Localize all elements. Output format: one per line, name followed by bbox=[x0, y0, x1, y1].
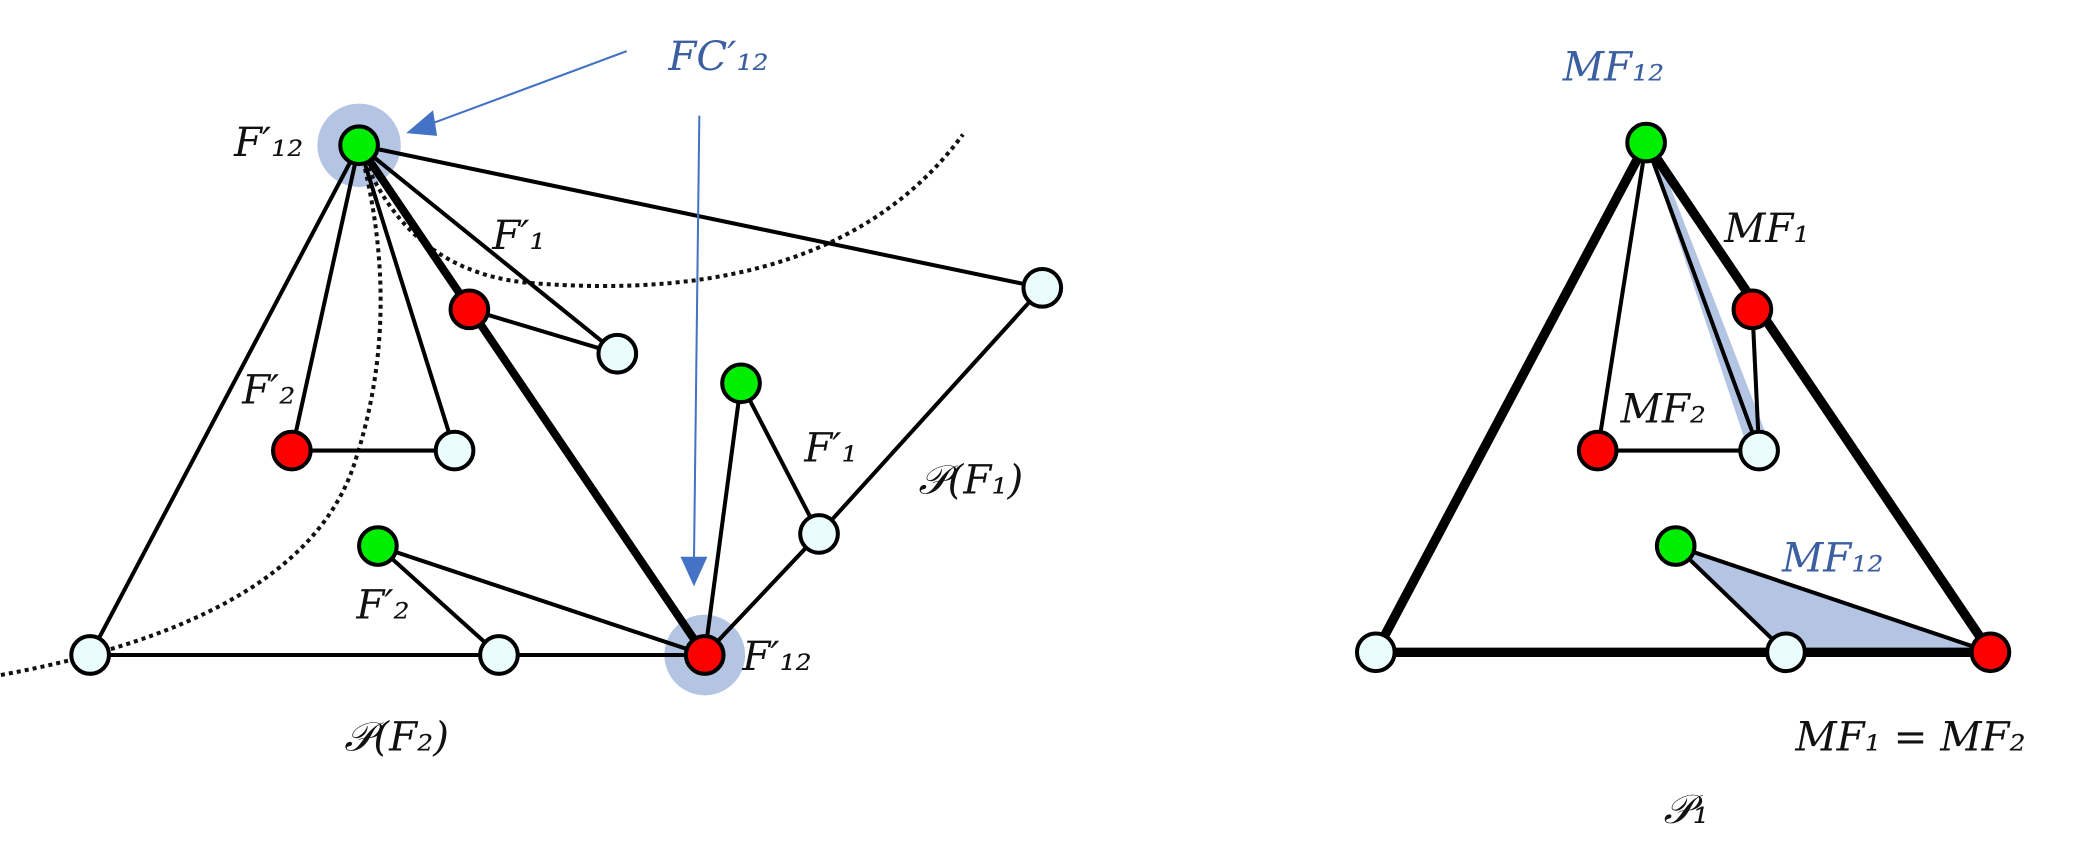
label-mf1: MF₁ bbox=[1723, 205, 1809, 252]
node-green bbox=[1625, 121, 1667, 164]
node-white bbox=[798, 513, 840, 555]
label-f1-lower: F′₁ bbox=[803, 424, 857, 471]
node-green bbox=[338, 124, 380, 167]
node-red bbox=[1731, 288, 1774, 331]
label-top-node: F′₁₂ bbox=[233, 119, 303, 166]
left-nodes bbox=[69, 124, 1064, 676]
node-red bbox=[448, 288, 491, 331]
callout-arrow-2 bbox=[692, 115, 701, 563]
callout-arrow-1 bbox=[427, 50, 628, 127]
callout-label: FC′₁₂ bbox=[667, 33, 768, 80]
label-f2-lower: F′₂ bbox=[355, 582, 409, 629]
node-white bbox=[1021, 266, 1064, 309]
left-edges bbox=[88, 141, 1045, 660]
label-mf12-top: MF₁₂ bbox=[1562, 44, 1665, 91]
node-white bbox=[478, 634, 520, 676]
left-panel: FC′₁₂ F′₁₂ F′₁ F′₂ F′₁ 𝒫(F₁) F′₂ F′₁₂ 𝒫(… bbox=[0, 33, 1064, 760]
label-p-f2: 𝒫(F₂) bbox=[344, 713, 449, 760]
node-red bbox=[1576, 429, 1619, 472]
node-red bbox=[683, 634, 726, 676]
node-white bbox=[1354, 631, 1397, 674]
label-p-f1: 𝒫(F₁) bbox=[919, 457, 1024, 504]
node-white bbox=[1738, 429, 1780, 472]
right-nodes bbox=[1354, 121, 2012, 674]
node-white bbox=[69, 634, 111, 676]
dotted-curve-f1 bbox=[357, 133, 965, 289]
node-white bbox=[1765, 631, 1807, 674]
node-red bbox=[1969, 631, 2012, 674]
label-polytope: 𝒫₁ bbox=[1664, 786, 1709, 833]
label-mf2: MF₂ bbox=[1620, 385, 1706, 432]
node-white bbox=[596, 332, 639, 375]
node-white bbox=[433, 429, 476, 472]
node-red bbox=[270, 429, 313, 472]
label-equality: MF₁ = MF₂ bbox=[1794, 713, 2025, 760]
label-mf12-region: MF₁₂ bbox=[1781, 535, 1884, 582]
arrowhead-icon bbox=[406, 110, 438, 136]
right-edges bbox=[1371, 137, 1996, 657]
mf12-highlight-edge bbox=[1646, 142, 1770, 451]
label-f1-upper: F′₁ bbox=[491, 212, 545, 259]
right-panel: MF₁₂ MF₁ MF₂ MF₁₂ MF₁ = MF₂ 𝒫₁ bbox=[1354, 44, 2026, 833]
dotted-curve-f2 bbox=[0, 144, 383, 678]
label-bottom-node: F′₁₂ bbox=[741, 633, 811, 680]
node-green bbox=[720, 362, 762, 405]
label-f2-upper: F′₂ bbox=[241, 366, 295, 413]
node-green bbox=[1654, 525, 1697, 567]
node-green bbox=[357, 525, 399, 567]
arrowhead-icon bbox=[680, 556, 708, 587]
